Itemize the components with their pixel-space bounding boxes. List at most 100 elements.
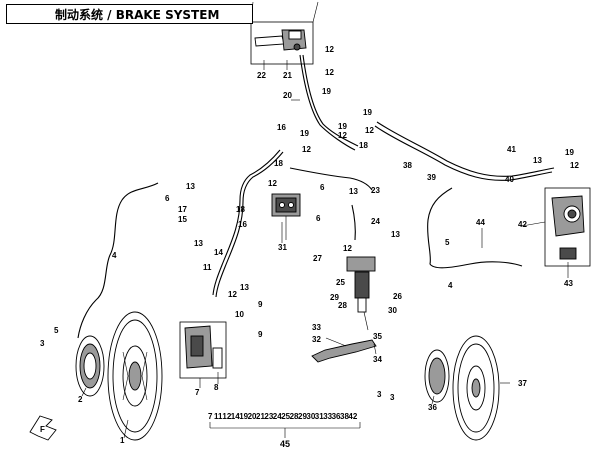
- callout-29: 29: [330, 293, 339, 302]
- callout-19: 19: [565, 148, 574, 157]
- callout-41: 41: [507, 145, 516, 154]
- brake-hose-lines: [212, 54, 555, 298]
- kit-part-number: 14: [231, 412, 240, 421]
- front-sensor-wire: [77, 182, 159, 339]
- callout-26: 26: [393, 292, 402, 301]
- page-title: 制动系统 / BRAKE SYSTEM: [6, 4, 253, 24]
- callout-13: 13: [349, 187, 358, 196]
- callout-12: 12: [338, 131, 347, 140]
- kit-part-number: 33: [323, 412, 332, 421]
- rear-sensor-wire: [427, 187, 523, 269]
- callout-12: 12: [325, 45, 334, 54]
- kit-part-number: 20: [248, 412, 257, 421]
- callout-3: 3: [390, 393, 395, 402]
- callout-42: 42: [518, 220, 527, 229]
- callout-18: 18: [236, 205, 245, 214]
- callout-13: 13: [186, 182, 195, 191]
- callout-13: 13: [533, 156, 542, 165]
- callout-3: 3: [40, 339, 45, 348]
- callout-19: 19: [363, 108, 372, 117]
- callout-44: 44: [476, 218, 485, 227]
- callout-17: 17: [178, 205, 187, 214]
- rear-master-cylinder: [346, 256, 376, 331]
- callout-12: 12: [365, 126, 374, 135]
- callout-38: 38: [403, 161, 412, 170]
- callout-6: 6: [165, 194, 170, 203]
- callout-30: 30: [388, 306, 397, 315]
- callout-12: 12: [570, 161, 579, 170]
- callout-33: 33: [312, 323, 321, 332]
- callout-39: 39: [427, 173, 436, 182]
- kit-part-number: 36: [332, 412, 341, 421]
- svg-text:F: F: [40, 425, 45, 434]
- kit-part-number: 24: [273, 412, 282, 421]
- kit-part-number: 28: [290, 412, 299, 421]
- callout-27: 27: [313, 254, 322, 263]
- callout-34: 34: [373, 355, 382, 364]
- callout-13: 13: [194, 239, 203, 248]
- callout-23: 23: [371, 186, 380, 195]
- kit-part-number: 19: [239, 412, 248, 421]
- callout-19: 19: [338, 122, 347, 131]
- callout-11: 11: [203, 263, 212, 272]
- callout-2: 2: [78, 395, 83, 404]
- callout-13: 13: [391, 230, 400, 239]
- callout-12: 12: [302, 145, 311, 154]
- callout-8: 8: [214, 383, 219, 392]
- callout-18: 18: [359, 141, 368, 150]
- kit-part-number: 7: [208, 412, 213, 421]
- abs-modulator-unit: [271, 193, 301, 240]
- callout-labels: 1 2 3 3 3 4 4 5 5 6 6 6 7 8 9 9 10 11 12…: [40, 45, 579, 449]
- front-master-cylinder-group: [250, 1, 319, 65]
- callout-12: 12: [228, 290, 237, 299]
- callout-28: 28: [338, 301, 347, 310]
- callout-12: 12: [325, 68, 334, 77]
- callout-25: 25: [336, 278, 345, 287]
- callout-1: 1: [120, 436, 125, 445]
- brake-pedal: [311, 339, 377, 363]
- callout-6: 6: [320, 183, 325, 192]
- callout-31: 31: [278, 243, 287, 252]
- callout-10: 10: [235, 310, 244, 319]
- rear-brake-disc: [452, 335, 500, 441]
- callout-15: 15: [178, 215, 187, 224]
- callout-40: 40: [505, 175, 514, 184]
- callout-24: 24: [371, 217, 380, 226]
- callout-19: 19: [300, 129, 309, 138]
- callout-16: 16: [238, 220, 247, 229]
- callout-22: 22: [257, 71, 266, 80]
- rear-disc-hub-ring: [424, 349, 450, 403]
- front-caliper-group: [179, 321, 227, 379]
- callout-21: 21: [283, 71, 292, 80]
- callout-12: 12: [268, 179, 277, 188]
- callout-3: 3: [377, 390, 382, 399]
- front-brake-disc: [107, 311, 163, 441]
- callout-19: 19: [322, 87, 331, 96]
- kit-part-number: 30: [306, 412, 315, 421]
- kit-bracket: [209, 422, 361, 438]
- callout-20: 20: [283, 91, 292, 100]
- kit-part-number: 11: [214, 412, 223, 421]
- front-direction-arrow-icon: F: [29, 415, 57, 441]
- kit-part-number: 29: [298, 412, 307, 421]
- callout-14: 14: [214, 248, 223, 257]
- callout-12: 12: [343, 244, 352, 253]
- callout-36: 36: [428, 403, 437, 412]
- callout-6: 6: [316, 214, 321, 223]
- callout-32: 32: [312, 335, 321, 344]
- callout-4: 4: [112, 251, 117, 260]
- kit-part-number: 25: [281, 412, 290, 421]
- rear-caliper-group: [544, 187, 591, 267]
- kit-part-number: 23: [264, 412, 273, 421]
- callout-37: 37: [518, 379, 527, 388]
- kit-part-number: 38: [340, 412, 349, 421]
- kit-part-number: 21: [256, 412, 265, 421]
- leader-lines: [81, 60, 569, 439]
- kit-part-number: 12: [222, 412, 231, 421]
- callout-18: 18: [274, 159, 283, 168]
- callout-9: 9: [258, 330, 263, 339]
- callout-5: 5: [445, 238, 450, 247]
